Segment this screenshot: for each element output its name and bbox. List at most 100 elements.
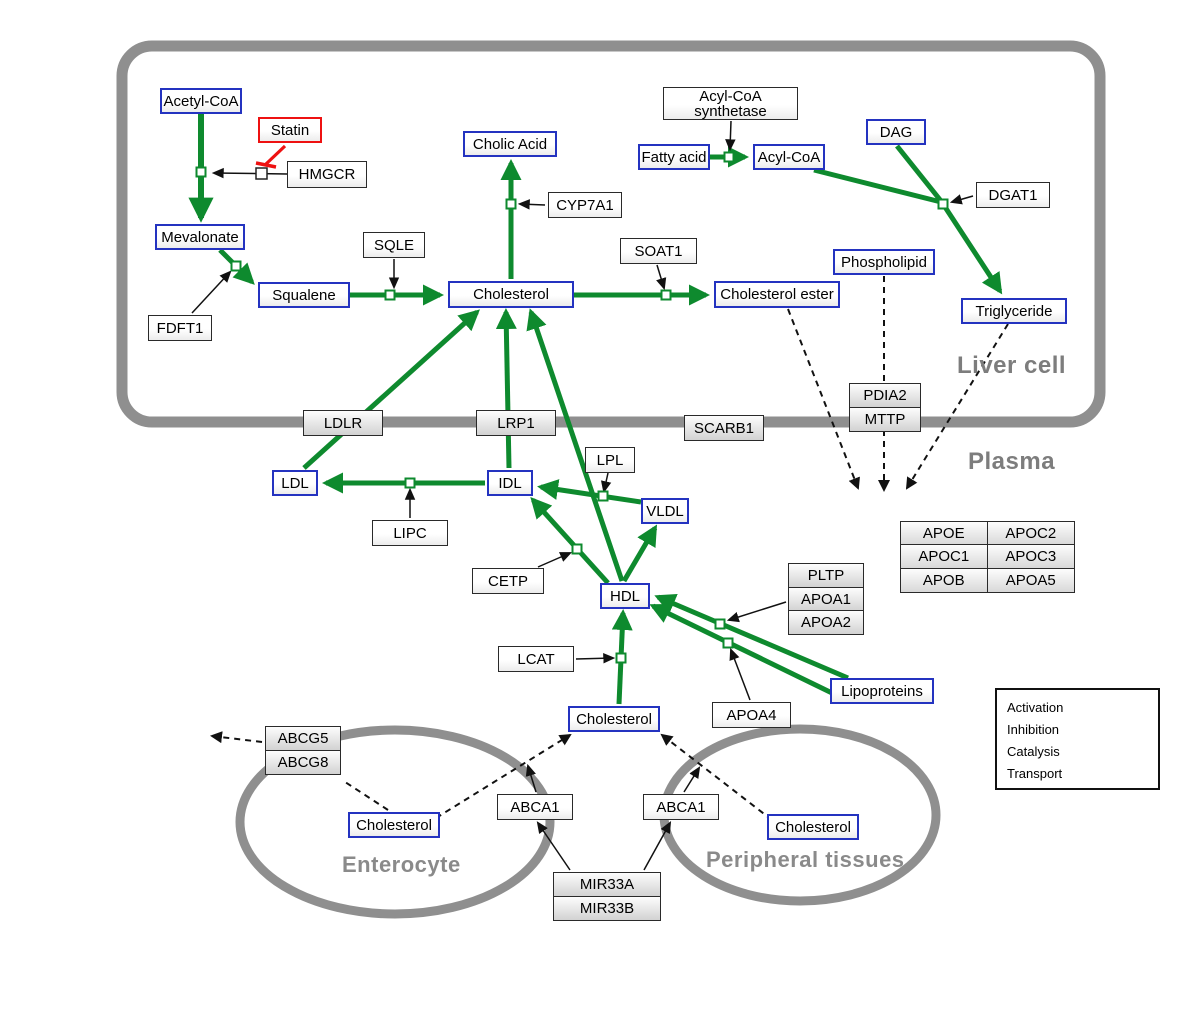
catalysis-lcat <box>575 653 616 664</box>
catalysis-mir33-abca1-peripheral <box>643 821 672 871</box>
plasma-label: Plasma <box>968 448 1056 475</box>
node-mevalonate: Mevalonate <box>155 224 245 250</box>
node-pltp: PLTP <box>788 563 864 588</box>
legend-catalysis-label: Catalysis <box>1007 744 1060 759</box>
inhibition-statin-line <box>264 144 287 166</box>
node-lrp1: LRP1 <box>476 410 556 436</box>
legend-box: Activation Inhibition Catalysis Transpor… <box>995 688 1160 790</box>
reaction-nodes <box>195 151 949 664</box>
transport-cholesterol-abcg <box>341 779 389 811</box>
node-abca1-enterocyte: ABCA1 <box>497 794 573 820</box>
node-ldl: LDL <box>272 470 318 496</box>
acyl-coa-synthetase-line1: Acyl-CoA <box>699 87 762 105</box>
catalysis-cetp <box>537 552 573 568</box>
transport-cholesterolester-plasma <box>787 308 860 490</box>
node-lipoproteins: Lipoproteins <box>830 678 934 704</box>
inhibition-statin-tbar <box>255 161 277 169</box>
node-apoa2: APOA2 <box>788 610 864 635</box>
node-mir33b: MIR33B <box>553 895 661 921</box>
node-apoa1: APOA1 <box>788 586 864 612</box>
node-scarb1: SCARB1 <box>684 415 764 441</box>
node-hmgcr: HMGCR <box>287 161 367 188</box>
node-triglyceride: Triglyceride <box>961 298 1067 324</box>
peripheral-tissues-label: Peripheral tissues <box>706 847 905 872</box>
node-phospholipid: Phospholipid <box>833 249 935 275</box>
node-cholic-acid: Cholic Acid <box>463 131 557 157</box>
edge-hdl-vldl <box>621 524 658 583</box>
edge-lipoproteins-hdl-upper <box>654 594 849 681</box>
liver-cell-label: Liver cell <box>957 352 1067 379</box>
catalysis-mir33-abca1-enterocyte <box>536 821 571 871</box>
node-cyp7a1: CYP7A1 <box>548 192 622 218</box>
edge-dag-dgat1node <box>895 144 943 203</box>
node-cholesterol-enterocyte: Cholesterol <box>348 812 440 838</box>
apo-cell-apoa5: APOA5 <box>986 567 1075 593</box>
legend-transport-label: Transport <box>1007 766 1063 781</box>
node-cetp: CETP <box>472 568 544 594</box>
legend-inhibition-label: Inhibition <box>1007 722 1060 737</box>
catalysis-pltp-apoa <box>726 601 787 623</box>
node-hdl: HDL <box>600 583 650 609</box>
node-ldlr: LDLR <box>303 410 383 436</box>
node-cholesterol-ester: Cholesterol ester <box>714 281 840 308</box>
node-dgat1: DGAT1 <box>976 182 1050 208</box>
node-vldl: VLDL <box>641 498 689 524</box>
transport-peripheral-cholesterol-plasma <box>660 733 773 821</box>
node-abcg5-abcg8-complex: ABCG5 ABCG8 <box>265 726 341 775</box>
node-fdft1: FDFT1 <box>148 315 212 341</box>
catalysis-dgat1 <box>949 194 974 205</box>
node-soat1: SOAT1 <box>620 238 697 264</box>
node-lcat: LCAT <box>498 646 574 672</box>
catalysis-cyp7a1 <box>517 199 546 210</box>
node-lpl: LPL <box>585 447 635 473</box>
inhibition-edge-statin <box>255 144 287 180</box>
node-pdia2-mttp-complex: PDIA2 MTTP <box>849 383 921 432</box>
catalysis-hmgcr <box>211 167 288 179</box>
acyl-coa-synthetase-line2: synthetase <box>694 102 767 120</box>
edge-dgat1node-triglyceride <box>942 205 1003 295</box>
node-cholesterol-peripheral: Cholesterol <box>767 814 859 840</box>
apo-cell-apoc3: APOC3 <box>986 544 1075 569</box>
node-idl: IDL <box>487 470 533 496</box>
catalysis-fdft1 <box>191 270 232 314</box>
edge-idl-cholesterol <box>495 308 517 469</box>
edge-acylcoa-dgat1node <box>813 167 942 205</box>
node-squalene: Squalene <box>258 282 350 308</box>
compartment-outlines <box>116 40 1106 919</box>
node-pltp-apoa-complex: PLTP APOA1 APOA2 <box>788 563 864 635</box>
edge-ldl-cholesterol <box>302 309 480 470</box>
node-acetyl-coa: Acetyl-CoA <box>160 88 242 114</box>
apo-cell-apoe: APOE <box>899 520 988 546</box>
edge-lipoproteins-hdl-lower <box>649 603 834 696</box>
catalysis-acylcoa-synthetase <box>725 120 736 152</box>
node-cholesterol-liver: Cholesterol <box>448 281 574 308</box>
apo-cell-apoc2: APOC2 <box>986 520 1075 546</box>
apo-cell-apob: APOB <box>899 567 988 593</box>
node-mir33a: MIR33A <box>553 872 661 897</box>
node-dag: DAG <box>866 119 926 145</box>
node-abca1-peripheral: ABCA1 <box>643 794 719 820</box>
catalysis-soat1 <box>656 264 667 291</box>
node-mir33-complex: MIR33A MIR33B <box>553 872 661 921</box>
enterocyte-label: Enterocyte <box>342 852 461 877</box>
node-abcg8: ABCG8 <box>265 749 341 775</box>
transport-edges <box>210 276 1009 821</box>
node-sqle: SQLE <box>363 232 425 258</box>
catalysis-edges <box>191 120 974 871</box>
node-fatty-acid: Fatty acid <box>638 144 710 170</box>
node-acyl-coa: Acyl-CoA <box>753 144 825 170</box>
catalysis-abca1-enterocyte-transport <box>525 763 537 793</box>
edge-hdl-idl-cetp <box>530 497 610 585</box>
catalysis-lpl <box>600 472 612 494</box>
liver-cell-outline <box>116 40 1106 428</box>
node-lipc: LIPC <box>372 520 448 546</box>
enterocyte-outline <box>235 725 555 919</box>
node-pdia2: PDIA2 <box>849 383 921 408</box>
node-abcg5: ABCG5 <box>265 726 341 751</box>
transport-enterocyte-cholesterol-plasma <box>435 733 572 819</box>
catalysis-apoa4 <box>729 647 751 701</box>
transport-abcg-out <box>210 731 263 744</box>
edge-vldl-idl <box>537 479 642 505</box>
